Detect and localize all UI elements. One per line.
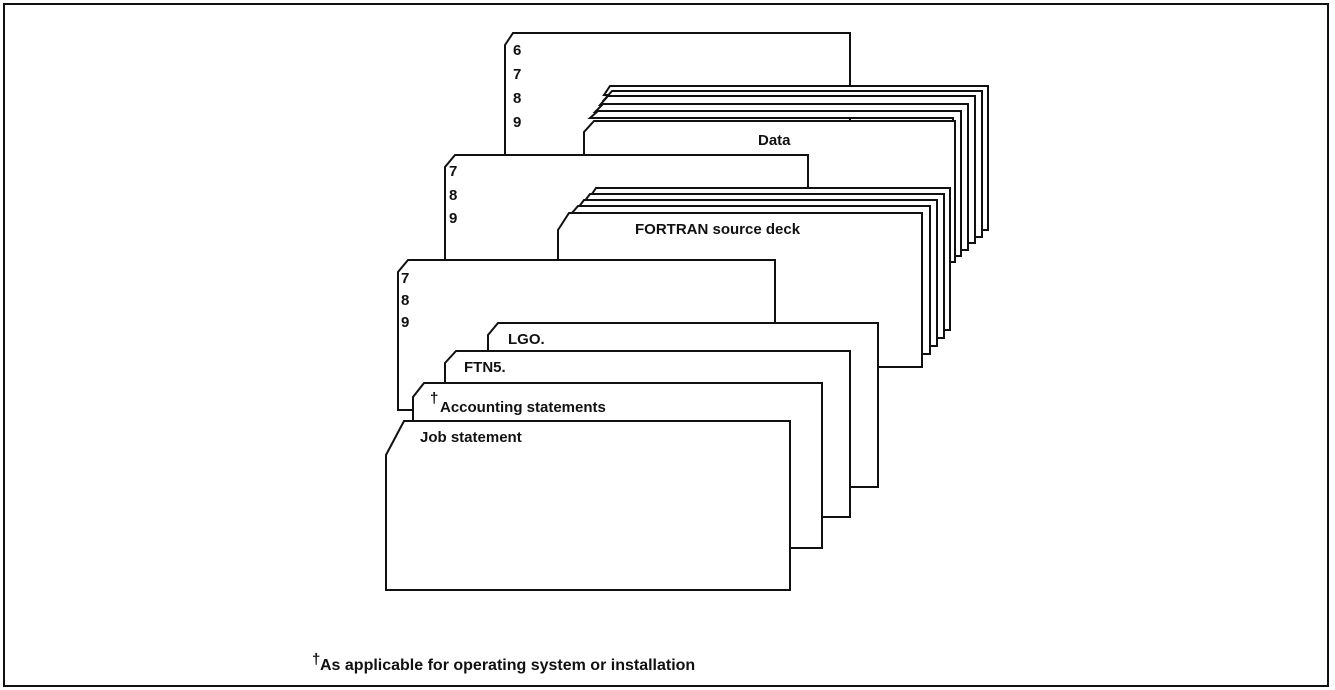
accounting-card-label: Accounting statements (440, 399, 606, 416)
eof-card-row-7: 7 (513, 66, 521, 83)
lgo-card-label: LGO. (508, 331, 545, 348)
footnote-dagger: † (312, 651, 320, 668)
eor-card-1-row-7: 7 (401, 270, 409, 287)
footnote: † As applicable for operating system or … (312, 651, 695, 674)
eor-card-2-row-9: 9 (449, 210, 457, 227)
eor-card-1-row-8: 8 (401, 292, 409, 309)
accounting-dagger: † (430, 390, 438, 407)
ftn5-card-label: FTN5. (464, 359, 506, 376)
footnote-text: As applicable for operating system or in… (320, 657, 695, 674)
source-deck-label: FORTRAN source deck (635, 221, 801, 238)
eor-card-2-row-7: 7 (449, 163, 457, 180)
eof-card-row-9: 9 (513, 114, 521, 131)
eof-card-row-8: 8 (513, 90, 521, 107)
job-statement-card: Job statement (385, 420, 791, 591)
job-card-label: Job statement (420, 429, 522, 446)
data-deck-label: Data (758, 132, 791, 149)
eor-card-1-row-9: 9 (401, 314, 409, 331)
eof-card-row-6: 6 (513, 42, 521, 59)
eor-card-2-row-8: 8 (449, 187, 457, 204)
figure-frame (3, 3, 1329, 687)
